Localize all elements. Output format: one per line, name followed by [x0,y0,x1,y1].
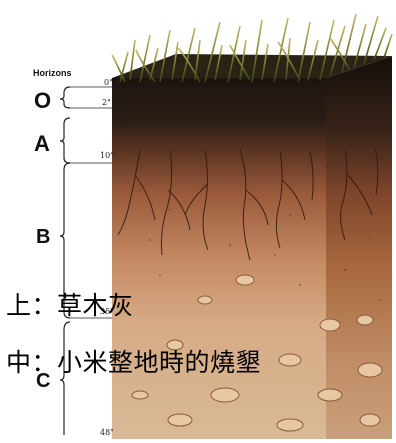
depth-label-0: 0" [104,78,113,87]
soil-block [112,54,392,439]
depth-ticks [70,87,112,318]
caption-middle: 中：小米整地時的燒墾 [6,343,261,379]
horizons-header: Horizons [33,68,72,78]
horizon-b-label: B [36,226,50,249]
depth-label-4: 48" [100,428,114,437]
brace-o [60,87,70,108]
caption-top: 上：草木灰 [6,286,134,322]
horizon-a-label: A [34,131,50,157]
brace-a [60,118,70,163]
horizon-o-label: O [34,88,51,114]
depth-label-2: 10" [100,151,114,160]
soil-front-face [112,78,326,439]
depth-label-1: 2" [102,98,111,107]
horizon-braces [60,87,70,435]
soil-side-face [326,56,392,439]
